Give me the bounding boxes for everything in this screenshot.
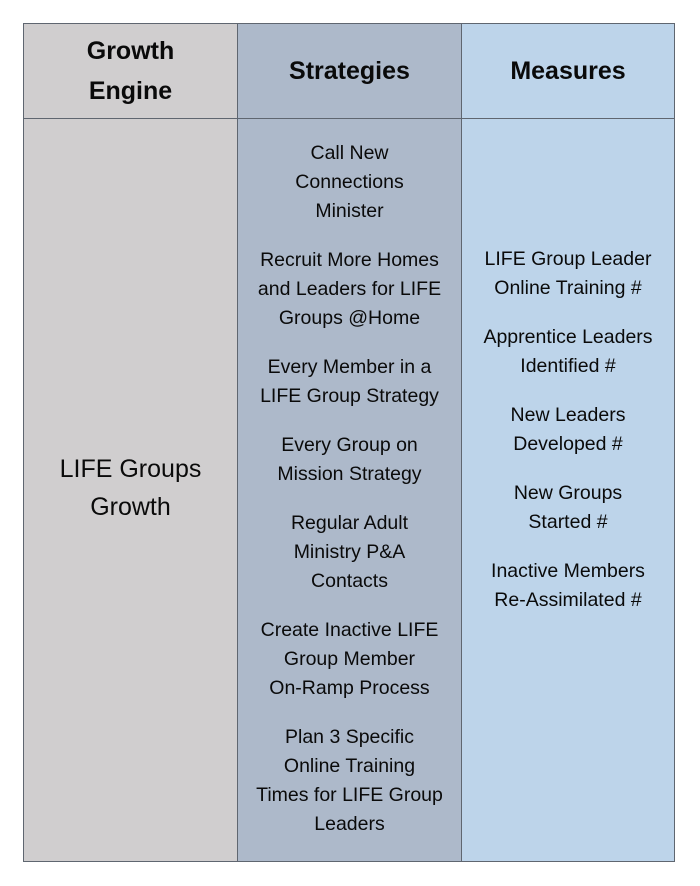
measure-item: New Leaders Developed # — [510, 404, 626, 455]
strategy-item: Every Group on Mission Strategy — [277, 434, 422, 485]
strategy-item: Regular Adult Ministry P&A Contacts — [290, 512, 409, 592]
measure-item: New Groups Started # — [513, 482, 623, 533]
strategies-cell: Call New Connections Minister Recruit Mo… — [238, 119, 462, 861]
measure-item: Apprentice Leaders Identified # — [483, 326, 653, 377]
header-measures-label: Measures — [510, 57, 626, 85]
growth-engine-cell: LIFE Groups Growth — [24, 119, 238, 861]
header-growth-engine-label: Growth Engine — [86, 37, 175, 105]
strategy-item: Recruit More Homes and Leaders for LIFE … — [257, 249, 442, 329]
strategy-item: Call New Connections Minister — [295, 142, 404, 222]
measure-item: LIFE Group Leader Online Training # — [484, 248, 652, 299]
header-strategies: Strategies — [238, 24, 462, 119]
measure-item: Inactive Members Re-Assimilated # — [491, 560, 645, 611]
growth-engine-value: LIFE Groups Growth — [59, 455, 202, 521]
strategy-item: Every Member in a LIFE Group Strategy — [260, 356, 439, 407]
strategy-item: Plan 3 Specific Online Training Times fo… — [256, 726, 443, 835]
header-strategies-label: Strategies — [289, 57, 410, 85]
strategy-item: Create Inactive LIFE Group Member On-Ram… — [260, 619, 439, 699]
header-growth-engine: Growth Engine — [24, 24, 238, 119]
header-measures: Measures — [462, 24, 674, 119]
growth-table: Growth Engine Strategies Measures LIFE G… — [23, 23, 675, 862]
measures-cell: LIFE Group Leader Online Training # Appr… — [462, 119, 674, 861]
